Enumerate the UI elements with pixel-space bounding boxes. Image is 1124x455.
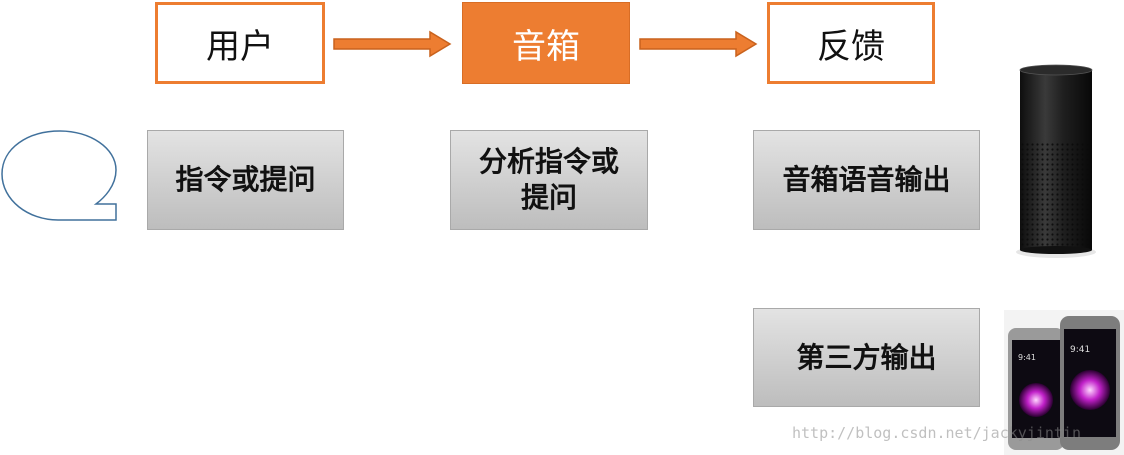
command-label: 指令或提问	[175, 163, 316, 196]
arrow-speaker-to-feedback	[639, 30, 758, 58]
third-party-box: 第三方输出	[753, 308, 980, 407]
voice-output-label: 音箱语音输出	[782, 163, 951, 196]
analyze-box: 分析指令或提问	[450, 130, 648, 230]
watermark: http://blog.csdn.net/jackyjintin	[792, 424, 1081, 442]
user-label: 用户	[206, 26, 274, 67]
voice-output-box: 音箱语音输出	[753, 130, 980, 230]
user-box: 用户	[155, 2, 325, 84]
arrow-user-to-speaker	[333, 30, 452, 58]
svg-text:9:41: 9:41	[1070, 345, 1090, 355]
analyze-label: 分析指令或提问	[478, 145, 619, 214]
svg-text:9:41: 9:41	[1018, 353, 1036, 362]
speaker-label: 音箱	[512, 26, 580, 67]
smart-speaker-image	[1016, 64, 1096, 258]
feedback-box: 反馈	[767, 2, 935, 84]
third-party-label: 第三方输出	[796, 340, 937, 374]
speech-bubble-icon	[1, 130, 117, 221]
feedback-label: 反馈	[817, 26, 885, 67]
command-box: 指令或提问	[147, 130, 344, 230]
phones-image: 9:41 9:41	[1004, 310, 1124, 455]
speaker-box: 音箱	[462, 2, 630, 84]
